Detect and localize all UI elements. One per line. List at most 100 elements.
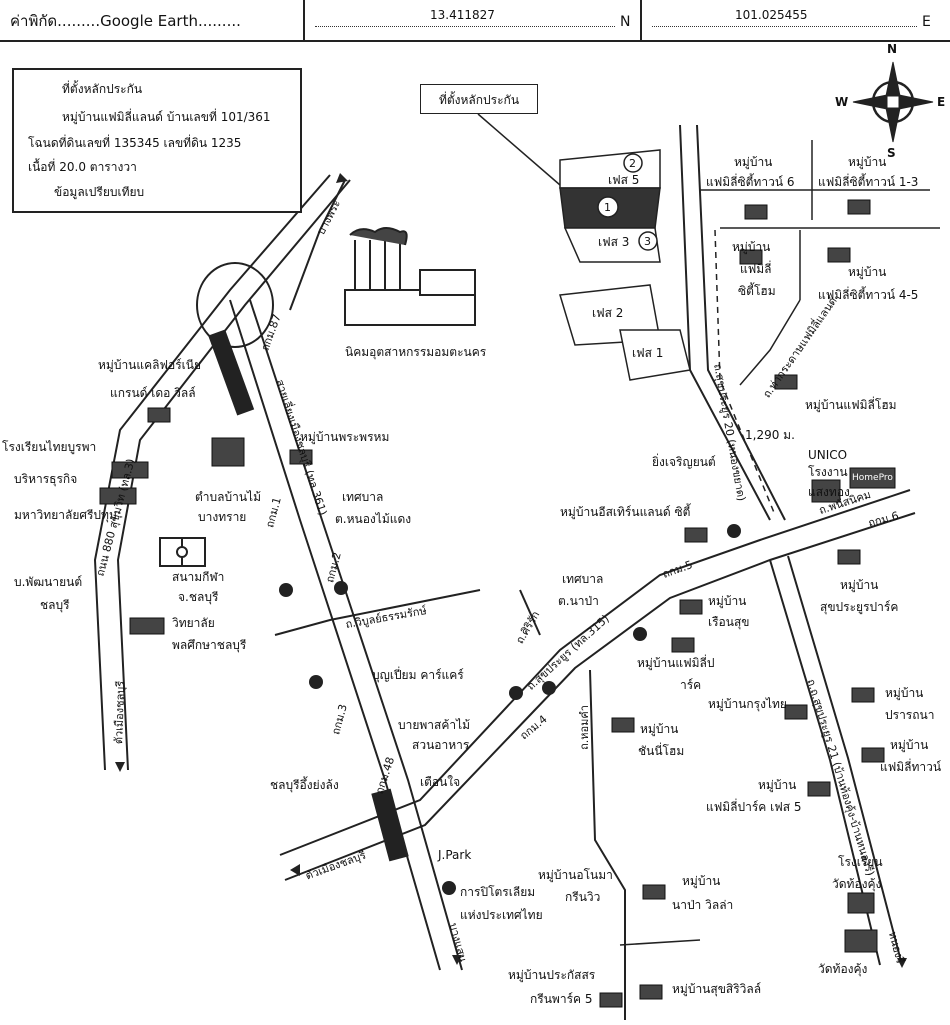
latitude-value: 13.411827 — [430, 8, 495, 22]
label-ptt-2: แห่งประเทศไทย — [460, 908, 543, 922]
label-pattana-2: ชลบุรี — [40, 598, 70, 612]
label-ruensuk-2: เรือนสุข — [708, 615, 750, 629]
house-icon — [147, 407, 171, 423]
distance-label: 1,290 ม. — [745, 428, 795, 442]
legend-village: หมู่บ้านแฟมิลี่แลนด์ บ้านเลขที่ 101/361 — [62, 110, 271, 124]
road-bypass-361 — [229, 299, 441, 971]
road-witmun — [274, 589, 481, 636]
label-famhome-1: หมู่บ้าน — [732, 240, 771, 254]
fuel-drop-icon — [633, 627, 647, 641]
label-muni-1: เทศบาล — [342, 490, 384, 504]
lon-dots — [652, 26, 917, 27]
label-stadium-2: จ.ชลบุรี — [178, 590, 219, 604]
label-fam45-2: แฟมิลี่ซิตี้ทาวน์ 4-5 — [818, 288, 919, 302]
label-chanee-1: หมู่บ้าน — [640, 722, 679, 736]
label-prattana-2: ปรารถนา — [885, 708, 935, 722]
label-unico-1: UNICO — [808, 448, 848, 462]
label-stadium-1: สนามกีฬา — [172, 570, 225, 584]
road-21-inner — [787, 555, 903, 966]
arrow-left-icon — [290, 864, 300, 876]
factory-icon — [344, 227, 476, 326]
fuel-drop-icon — [727, 524, 741, 538]
house-icon — [774, 374, 798, 390]
collateral-callout: ที่ตั้งหลักประกัน — [420, 84, 538, 114]
label-pattana-1: บ.พัฒนายนต์ — [14, 575, 83, 589]
label-famtown-1: หมู่บ้าน — [890, 738, 929, 752]
label-famihome: หมู่บ้านแฟมิลี่โฮม — [805, 398, 897, 412]
house-icon — [599, 992, 623, 1008]
label-california-1: หมู่บ้านแคลิฟอร์เนีย — [98, 358, 201, 372]
label-fampark-2: าร์ค — [680, 678, 702, 692]
homepro-icon — [849, 467, 896, 489]
label-muni-2: ต.หนองไม้แดง — [335, 512, 412, 526]
house-icon — [837, 549, 861, 565]
house-icon — [744, 204, 768, 220]
label-buypass-2: สวนอาหาร — [412, 738, 470, 752]
label-industrial: นิคมอุตสาหกรรมอมตะนคร — [345, 345, 487, 359]
house-icon — [679, 599, 703, 615]
marker-1-circle — [597, 196, 619, 218]
label-famtown-2: แฟมิลี่ทาวน์ — [880, 760, 942, 774]
label-fampark5-1: หมู่บ้าน — [758, 778, 797, 792]
fuel-drop-icon — [509, 686, 523, 700]
lat-dots — [315, 26, 615, 27]
label-chanee-2: ชันนี่โฮม — [638, 744, 685, 758]
label-school-1: โรงเรียนไทยบูรพา — [2, 440, 97, 454]
arrow-down-icon — [897, 958, 907, 968]
label-market-1: ตำบลบ้านไม้ — [195, 490, 262, 504]
label-krungthai: หมู่บ้านกรุงไทย — [708, 697, 787, 711]
label-napa-2: ต.นาป่า — [558, 594, 599, 608]
phase-2-label: เฟส 2 — [592, 306, 624, 320]
interchange-loop — [196, 262, 274, 348]
stadium-icon — [159, 537, 206, 567]
house-icon — [642, 884, 666, 900]
house-icon — [851, 687, 875, 703]
fuel-drop-icon — [542, 681, 556, 695]
phase-1-label: เฟส 1 — [632, 346, 664, 360]
label-napavilla-1: หมู่บ้าน — [682, 874, 721, 888]
arrow-up-icon — [336, 173, 348, 183]
compass-e: E — [937, 95, 946, 109]
label-famhome-3: ซิตี้โฮม — [738, 284, 776, 298]
school-small-icon — [847, 892, 875, 914]
house-icon — [639, 984, 663, 1000]
label-ptt-1: การปิโตรเลียม — [460, 885, 536, 899]
label-tongkung-1: โรงเรียน — [838, 855, 883, 869]
road-bangpra — [289, 179, 346, 311]
label-school-2: บริหารธุรกิจ — [14, 472, 78, 486]
label-sooksiri: หมู่บ้านสุขสิริวิลล์ — [672, 982, 762, 996]
college-icon — [129, 617, 165, 635]
coordinate-label: ค่าพิกัด.........Google Earth......... — [10, 12, 241, 30]
fuel-drop-icon — [442, 881, 456, 895]
road-sukprayoon — [279, 489, 911, 856]
label-jpark: J.Park — [438, 848, 472, 862]
phase-5-label: เฟส 5 — [608, 173, 640, 187]
house-icon — [671, 637, 695, 653]
road-sukhumvit — [93, 174, 331, 771]
school-icon — [111, 461, 149, 479]
legend-box: ที่ตั้งหลักประกัน หมู่บ้านแฟมิลี่แลนด์ บ… — [12, 68, 302, 213]
label-tongkung-2: วัดท้องคุ้ง — [832, 877, 882, 891]
road-sukhumvit-inner — [116, 179, 351, 771]
school-icon — [99, 487, 137, 505]
label-napavilla-2: นาป่า วิลล่า — [672, 898, 734, 912]
header-divider — [303, 0, 305, 42]
label-eastern: หมู่บ้านอีสเทิร์นแลนด์ ซิตี้ — [560, 505, 691, 519]
label-watkung: วัดท้องคุ้ง — [818, 962, 868, 976]
label-ying: ยิ่งเจริญยนต์ — [652, 455, 716, 469]
label-famhome-2: แฟมิลี่ — [740, 262, 772, 276]
legend-comparison: ข้อมูลเปรียบเทียบ — [54, 185, 145, 199]
latitude-suffix: N — [620, 14, 631, 30]
house-icon — [289, 449, 313, 465]
label-california-2: แกรนด์ เดอ วิลล์ — [110, 386, 196, 400]
label-school-3: มหาวิทยาลัยศรีปทุม — [14, 508, 117, 522]
label-duenchai: เตือนใจ — [420, 775, 461, 789]
marker-2-circle — [623, 153, 643, 173]
label-college-2: พลศึกษาชลบุรี — [172, 638, 247, 652]
house-icon — [807, 781, 831, 797]
road-thakrathong — [739, 299, 801, 386]
label-anoma-1: หมู่บ้านอโนมา — [538, 868, 613, 882]
compass-s: S — [887, 146, 896, 160]
legend-deed: โฉนดที่ดินเลขที่ 135345 เลขที่ดิน 1235 — [28, 136, 242, 150]
longitude-value: 101.025455 — [735, 8, 808, 22]
